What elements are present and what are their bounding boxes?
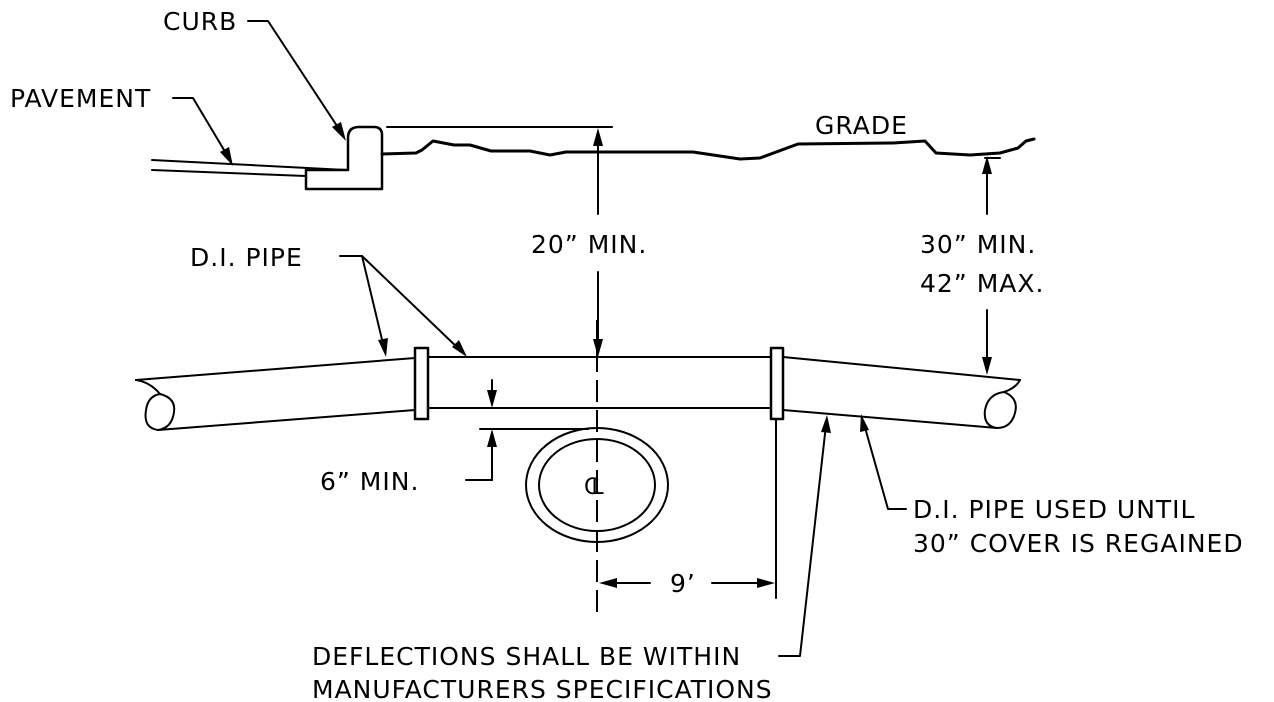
pavement-label: PAVEMENT (10, 84, 151, 113)
di-pipe-until-line2: 30” COVER IS REGAINED (913, 529, 1244, 558)
distance-9ft-label: 9’ (670, 569, 696, 598)
deflection-note-line1: DEFLECTIONS SHALL BE WITHIN (312, 642, 741, 671)
deflection-note-line2: MANUFACTURERS SPECIFICATIONS (312, 675, 773, 702)
deflections-leader (778, 415, 831, 657)
curb-label: CURB (163, 7, 237, 36)
cover-min-30-label: 30” MIN. (920, 230, 1036, 259)
left-pipe-coupling (413, 346, 430, 421)
pavement-slab (151, 159, 347, 177)
dimension-30-min-42-max (982, 156, 1001, 375)
left-sloped-pipe (135, 357, 416, 431)
curb-leader (247, 20, 346, 141)
pavement-leader (172, 97, 233, 166)
dimension-6-min (465, 379, 589, 481)
centerline-symbol: CL (584, 475, 604, 500)
grade-line (380, 137, 1036, 161)
di-pipe-until-leader (860, 414, 907, 510)
cover-max-42-label: 42” MAX. (920, 269, 1044, 298)
cover-min-20-label: 20” MIN. (531, 230, 647, 259)
horizontal-di-pipe (427, 356, 772, 409)
right-sloped-pipe (782, 356, 1021, 429)
di-pipe-until-line1: D.I. PIPE USED UNTIL (913, 495, 1195, 524)
curb-shape (304, 125, 384, 191)
grade-label: GRADE (815, 111, 908, 140)
dimension-9-ft (599, 418, 777, 599)
clearance-min-6-label: 6” MIN. (320, 467, 419, 496)
right-pipe-coupling (769, 346, 785, 421)
di-pipe-leaders (339, 255, 467, 357)
di-pipe-label: D.I. PIPE (190, 243, 303, 272)
